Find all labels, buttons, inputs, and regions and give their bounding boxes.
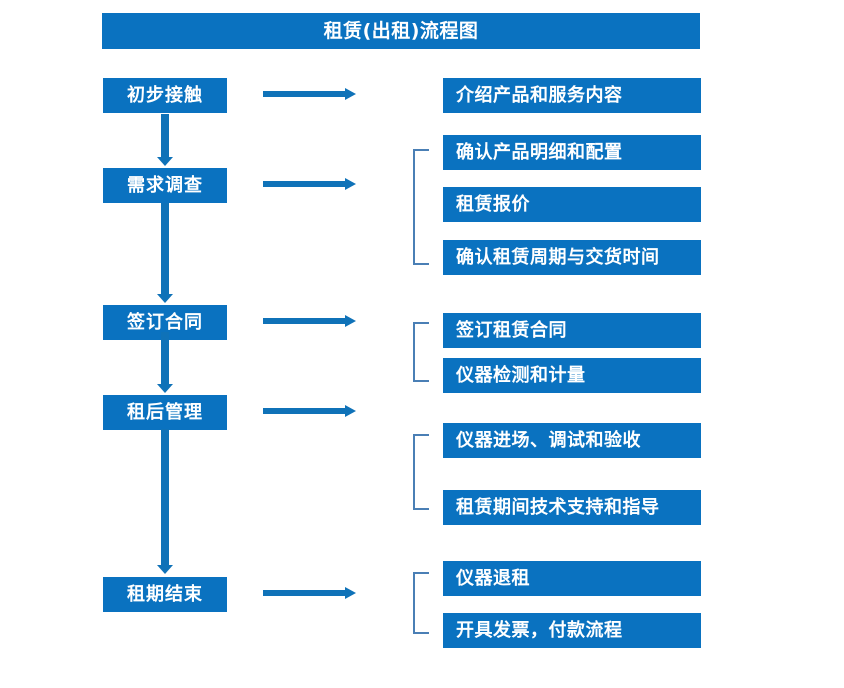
- detail-box-8[interactable]: 租赁期间技术支持和指导: [443, 490, 701, 525]
- detail-box-10[interactable]: 开具发票，付款流程: [443, 613, 701, 648]
- arrow-shaft: [263, 91, 347, 97]
- flowchart-title: 租赁(出租)流程图: [102, 13, 700, 49]
- detail-box-1[interactable]: 介绍产品和服务内容: [443, 78, 701, 113]
- arrow-head: [345, 587, 356, 599]
- group-bracket-4: [413, 572, 429, 634]
- stage-box-4[interactable]: 租后管理: [103, 395, 227, 430]
- down-arrow-icon-2: [157, 203, 173, 303]
- arrow-shaft: [263, 408, 347, 414]
- arrow-shaft: [161, 429, 169, 565]
- arrow-head: [157, 294, 173, 303]
- detail-box-9[interactable]: 仪器退租: [443, 561, 701, 596]
- arrow-shaft: [263, 318, 347, 324]
- detail-box-4[interactable]: 确认租赁周期与交货时间: [443, 240, 701, 275]
- detail-box-5[interactable]: 签订租赁合同: [443, 313, 701, 348]
- arrow-shaft: [263, 590, 347, 596]
- detail-box-7[interactable]: 仪器进场、调试和验收: [443, 423, 701, 458]
- arrow-head: [345, 178, 356, 190]
- arrow-shaft: [161, 203, 169, 294]
- detail-box-3[interactable]: 租赁报价: [443, 187, 701, 222]
- arrow-shaft: [161, 332, 169, 384]
- arrow-head: [157, 157, 173, 166]
- detail-box-6[interactable]: 仪器检测和计量: [443, 358, 701, 393]
- stage-box-1[interactable]: 初步接触: [103, 78, 227, 113]
- arrow-head: [345, 88, 356, 100]
- stage-box-5[interactable]: 租期结束: [103, 577, 227, 612]
- group-bracket-2: [413, 322, 429, 382]
- down-arrow-icon-1: [157, 114, 173, 166]
- stage-box-2[interactable]: 需求调查: [103, 168, 227, 203]
- arrow-head: [345, 315, 356, 327]
- arrow-shaft: [161, 114, 169, 157]
- down-arrow-icon-3: [157, 332, 173, 393]
- arrow-head: [157, 384, 173, 393]
- arrow-head: [157, 565, 173, 574]
- down-arrow-icon-4: [157, 429, 173, 574]
- detail-box-2[interactable]: 确认产品明细和配置: [443, 135, 701, 170]
- group-bracket-1: [413, 149, 429, 265]
- arrow-head: [345, 405, 356, 417]
- arrow-shaft: [263, 181, 347, 187]
- group-bracket-3: [413, 434, 429, 510]
